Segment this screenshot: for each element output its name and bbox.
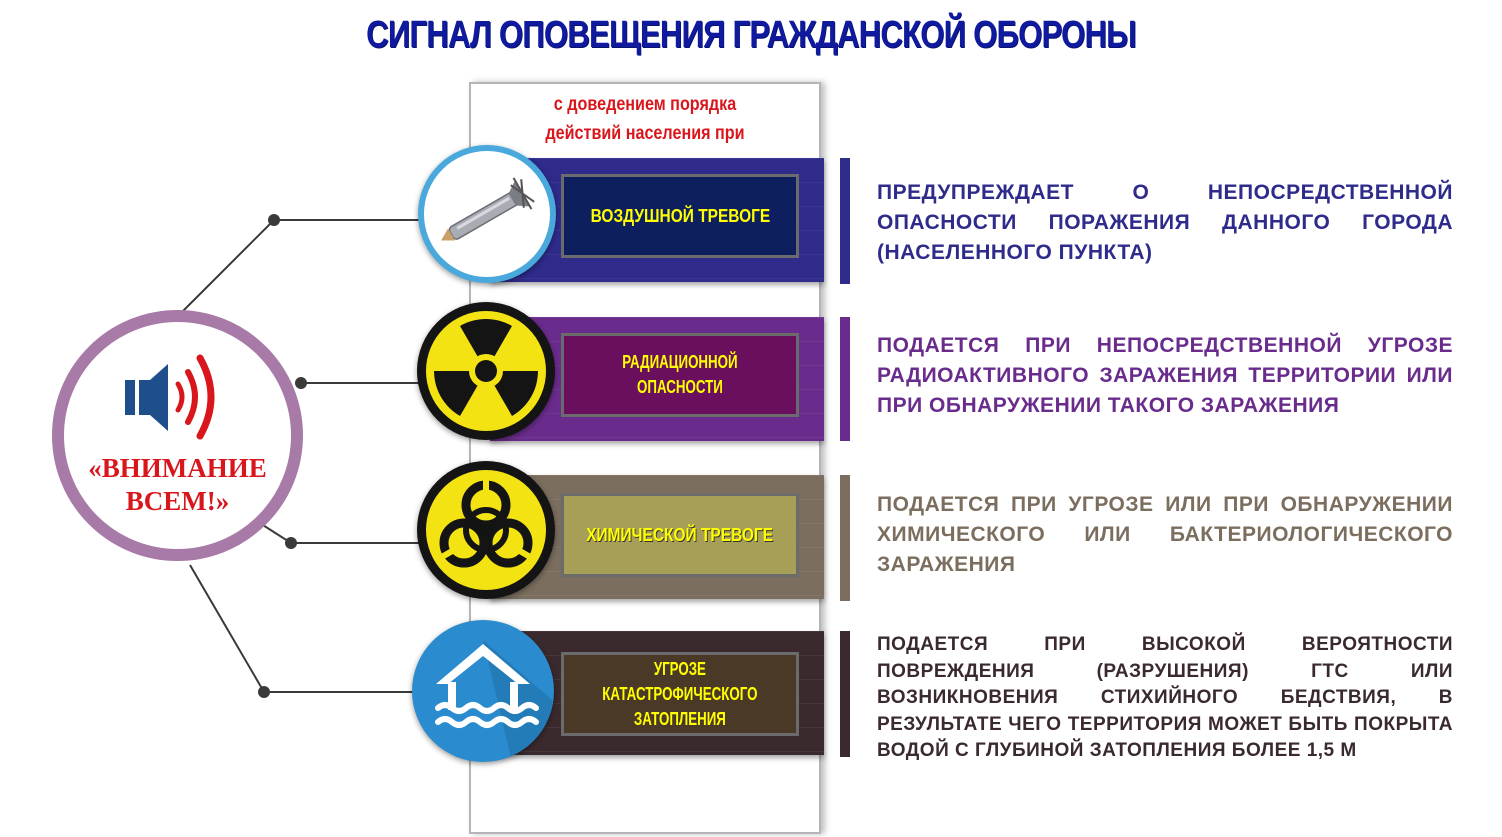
signal-icon-circle — [412, 620, 554, 762]
flooded-house-icon — [435, 640, 552, 762]
description-bar — [840, 475, 850, 601]
signal-label-text: ОПАСНОСТИ — [637, 377, 723, 397]
signal-description-flood: Подается при высокой вероятности поврежд… — [877, 634, 1453, 761]
main-signal-text: «ВНИМАНИЕ ВСЕМ!» — [52, 452, 303, 518]
signal-label-text: УГРОЗЕ — [653, 658, 707, 679]
connector-dot — [258, 686, 270, 698]
signal-description-air: Предупреждает о непосредственной опаснос… — [877, 181, 1453, 264]
signal-label-chemical: ХИМИЧЕСКОЙ ТРЕВОГЕ — [561, 493, 799, 577]
subtitle: с доведением порядка действий населения … — [495, 90, 794, 148]
signal-icon-circle — [417, 302, 555, 440]
radiation-icon — [426, 311, 546, 431]
signal-description-radiation: Подается при непосредственной угрозе рад… — [877, 334, 1453, 417]
connector-line — [254, 519, 420, 544]
signal-label-text: РАДИАЦИОННОЙ — [622, 352, 738, 372]
signal-label-text: ЗАТОПЛЕНИЯ — [633, 708, 726, 729]
subtitle-line: с доведением порядка — [553, 94, 737, 115]
signal-icon-circle — [418, 145, 556, 283]
signal-description-chemical: Подается при угрозе или при обнаружении … — [877, 493, 1453, 576]
signal-label-text: КАТАСТРОФИЧЕСКОГО — [602, 683, 758, 704]
subtitle-line: действий населения при — [545, 123, 745, 144]
description-bar — [840, 158, 850, 284]
main-signal-line: «ВНИМАНИЕ — [88, 453, 267, 483]
signal-icon-circle — [417, 461, 555, 599]
signal-label-text: ВОЗДУШНОЙ ТРЕВОГЕ — [590, 205, 770, 226]
biohazard-icon — [426, 470, 546, 590]
connector-dot — [285, 537, 297, 549]
signal-label-air: ВОЗДУШНОЙ ТРЕВОГЕ — [561, 174, 799, 258]
speaker-icon — [125, 354, 215, 440]
connector-line — [179, 219, 420, 315]
connector-dot — [268, 214, 280, 226]
connector-dot — [295, 377, 307, 389]
signal-label-radiation: РАДИАЦИОННОЙ ОПАСНОСТИ — [561, 333, 799, 417]
page-title: СИГНАЛ ОПОВЕЩЕНИЯ ГРАЖДАНСКОЙ ОБОРОНЫ — [366, 14, 1136, 56]
connector-line — [189, 564, 420, 693]
signal-label-flood: УГРОЗЕ КАТАСТРОФИЧЕСКОГО ЗАТОПЛЕНИЯ — [561, 652, 799, 736]
signal-label-text: ХИМИЧЕСКОЙ ТРЕВОГЕ — [586, 524, 774, 545]
missile-icon — [441, 177, 535, 241]
main-signal-line: ВСЕМ!» — [125, 486, 230, 516]
description-bar — [840, 317, 850, 441]
description-bar — [840, 631, 850, 757]
